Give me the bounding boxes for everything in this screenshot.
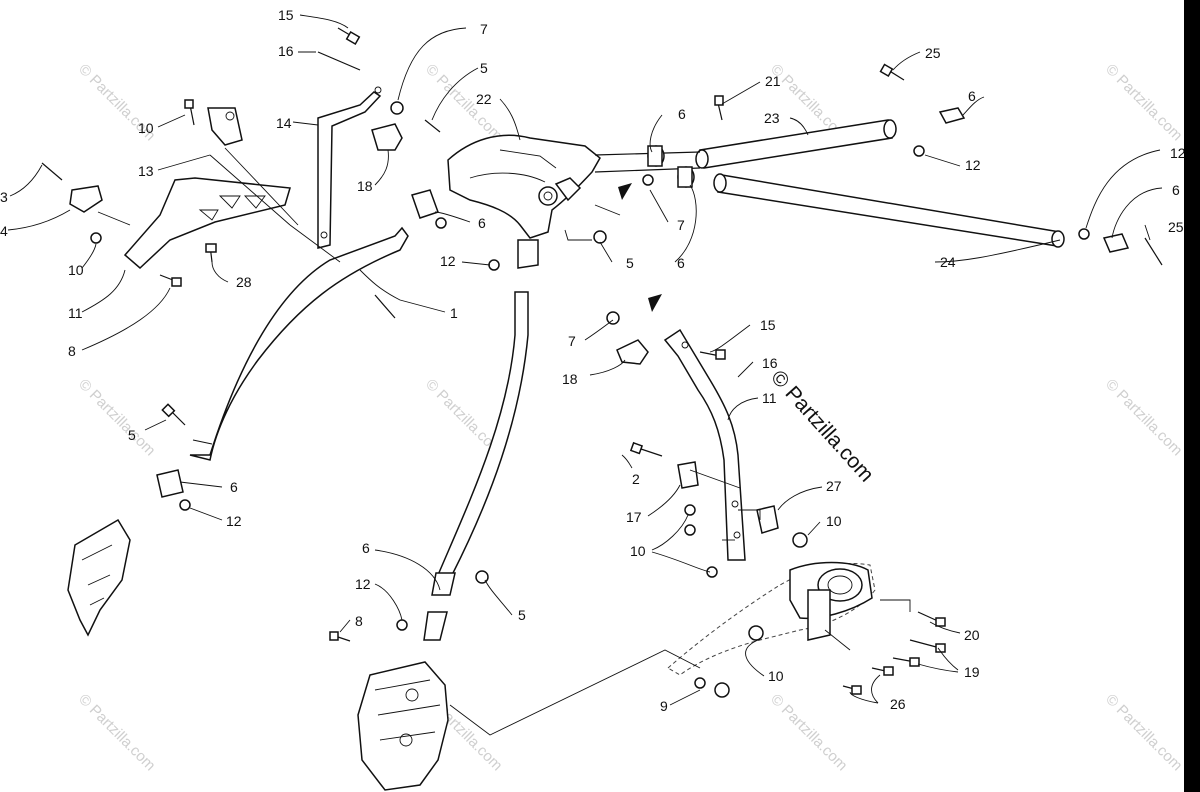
bracket-right: [663, 328, 746, 561]
watermark-tile: © Partzilla.com: [75, 691, 158, 774]
callout-13: 13: [138, 163, 154, 179]
callout-11b: 11: [762, 390, 777, 406]
bolts: [41, 27, 1163, 695]
callout-10: 10: [138, 120, 154, 136]
steering-tube-left: [189, 226, 409, 461]
callout-21: 21: [765, 73, 781, 89]
callout-5c: 5: [128, 427, 136, 443]
callout-numbers: 15 7 16 5 22 21 25 6 14 18 23 10 13 12 3…: [0, 7, 1186, 714]
callout-15b: 15: [760, 317, 776, 333]
callout-6: 6: [968, 88, 976, 104]
callout-6b: 6: [678, 106, 686, 122]
callout-3: 3: [0, 189, 8, 205]
callout-14: 14: [276, 115, 292, 131]
callout-7: 7: [480, 21, 488, 37]
leader-lines: [7, 14, 1163, 706]
callout-18b: 18: [562, 371, 578, 387]
lower-right-arm: [667, 561, 876, 676]
callout-16: 16: [278, 43, 294, 59]
callout-10e: 10: [768, 668, 784, 684]
callout-24: 24: [940, 254, 956, 270]
callout-12d: 12: [226, 513, 242, 529]
tie-rod-caps: [647, 107, 1130, 253]
callout-6c: 6: [478, 215, 486, 231]
callout-8: 8: [68, 343, 76, 359]
callout-18: 18: [357, 178, 373, 194]
callout-17: 17: [626, 509, 642, 525]
callout-5: 5: [480, 60, 488, 76]
watermark-tile: © Partzilla.com: [1102, 61, 1185, 144]
pointer-arrows: [618, 183, 662, 312]
bracket-left: [317, 86, 382, 249]
callout-12e: 12: [355, 576, 371, 592]
steering-tube-center: [423, 239, 539, 641]
callout-12c: 12: [1170, 145, 1186, 161]
tie-rod-lower: [713, 173, 1065, 248]
callout-6e: 6: [1172, 182, 1180, 198]
callout-16b: 16: [762, 355, 778, 371]
callout-6g: 6: [362, 540, 370, 556]
callout-11: 11: [68, 305, 83, 321]
callout-4: 4: [0, 223, 8, 239]
callout-28: 28: [236, 274, 252, 290]
callout-6d: 6: [677, 255, 685, 271]
partzilla-watermark: © Partzilla.com: [766, 366, 878, 487]
callout-7b: 7: [677, 217, 685, 233]
callout-10d: 10: [630, 543, 646, 559]
callout-6f: 6: [230, 479, 238, 495]
callout-27: 27: [826, 478, 842, 494]
callout-25b: 25: [1168, 219, 1184, 235]
lower-left-mount: [67, 518, 131, 637]
callout-1: 1: [450, 305, 458, 321]
assembly-lines: [97, 147, 911, 736]
callout-5b: 5: [626, 255, 634, 271]
callout-10b: 10: [68, 262, 84, 278]
nuts: [90, 101, 1090, 698]
callout-8b: 8: [355, 613, 363, 629]
watermark-tile: © Partzilla.com: [422, 61, 505, 144]
steering-pivot-housing: [447, 134, 601, 239]
callout-5d: 5: [518, 607, 526, 623]
mount-bracket-left: [69, 107, 291, 270]
watermark-tile: © Partzilla.com: [1102, 691, 1185, 774]
callout-23: 23: [764, 110, 780, 126]
right-edge-bar: [1184, 0, 1200, 792]
callout-9: 9: [660, 698, 668, 714]
callout-10c: 10: [826, 513, 842, 529]
callout-2: 2: [632, 471, 640, 487]
callout-12: 12: [965, 157, 981, 173]
tie-rod-upper: [594, 119, 897, 173]
callout-22: 22: [476, 91, 492, 107]
callout-19: 19: [964, 664, 980, 680]
callout-26: 26: [890, 696, 906, 712]
callout-20: 20: [964, 627, 980, 643]
watermark-tile: © Partzilla.com: [75, 376, 158, 459]
watermark-tile: © Partzilla.com: [767, 691, 850, 774]
callout-15: 15: [278, 7, 294, 23]
lower-center-mount: [357, 661, 449, 791]
watermark-tile: © Partzilla.com: [1102, 376, 1185, 459]
callout-7c: 7: [568, 333, 576, 349]
clips: [156, 123, 779, 534]
callout-25: 25: [925, 45, 941, 61]
callout-12b: 12: [440, 253, 456, 269]
